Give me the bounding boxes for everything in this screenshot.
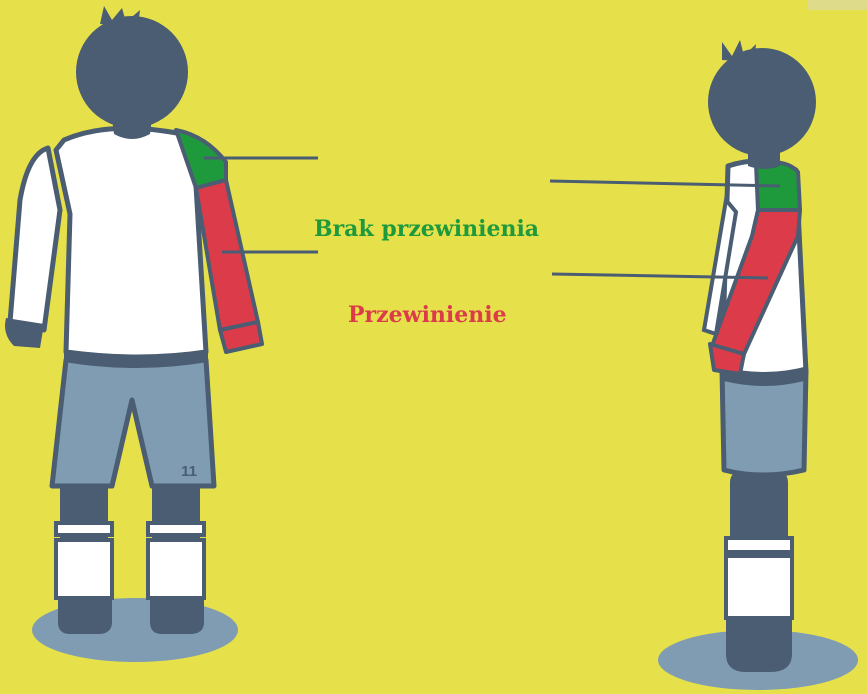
side-player-hair <box>722 40 756 62</box>
side-no-foul-pointer <box>549 179 781 188</box>
no-foul-label: Brak przewinienia <box>314 216 540 242</box>
side-player-shorts <box>719 367 809 478</box>
front-player-legs <box>54 478 206 634</box>
shorts-number: 11 <box>181 463 197 480</box>
front-sock-right <box>146 521 206 537</box>
front-player-head <box>76 16 188 128</box>
front-sock-left <box>54 521 114 537</box>
front-player: 11 <box>5 6 318 662</box>
front-player-hair <box>100 6 140 26</box>
side-player-head <box>708 48 816 156</box>
corner-mark <box>808 0 867 10</box>
side-player <box>549 40 858 690</box>
side-foul-pointer <box>551 272 769 280</box>
front-player-shirt <box>53 125 209 360</box>
side-sock-band <box>724 536 794 554</box>
foul-label: Przewinienie <box>348 302 507 328</box>
front-player-shorts <box>49 357 217 489</box>
front-player-left-arm <box>7 145 63 333</box>
front-no-foul-zone <box>174 128 228 190</box>
